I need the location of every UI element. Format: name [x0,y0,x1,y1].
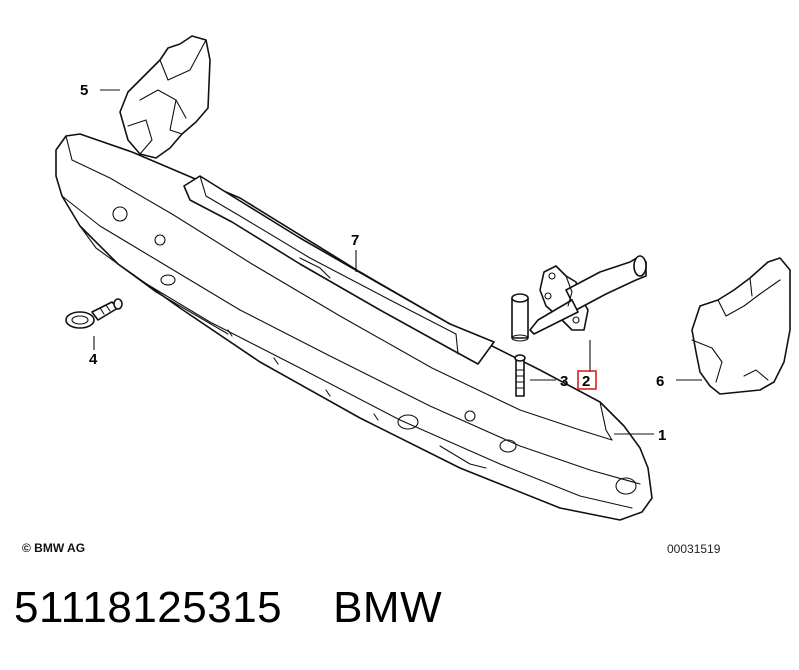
callout-4: 4 [89,351,98,368]
brand-name: BMW [333,583,443,632]
callout-2-highlight [577,370,597,390]
part-7-strip [183,175,495,365]
part-number: 51118125315 [14,583,283,632]
callout-7: 7 [351,232,359,249]
parts-diagram: 5 4 7 3 2 6 1 [55,35,791,521]
callout-5: 5 [80,82,88,99]
part-6-absorber [691,257,791,395]
callout-2: 2 [582,373,590,390]
part-1-bumper-carrier [55,133,653,521]
part-caption: 51118125315 BMW [14,583,442,633]
part-2-mount [529,255,647,335]
copyright-label: © BMW AG [22,541,86,555]
callout-1: 1 [658,427,666,444]
part-5-bracket [119,35,211,159]
part-3-sleeve-bolt [511,293,529,397]
callout-6: 6 [656,373,664,390]
drawing-number: 00031519 [667,542,721,556]
callout-3: 3 [560,373,568,390]
part-4-towing-eye [65,298,123,329]
